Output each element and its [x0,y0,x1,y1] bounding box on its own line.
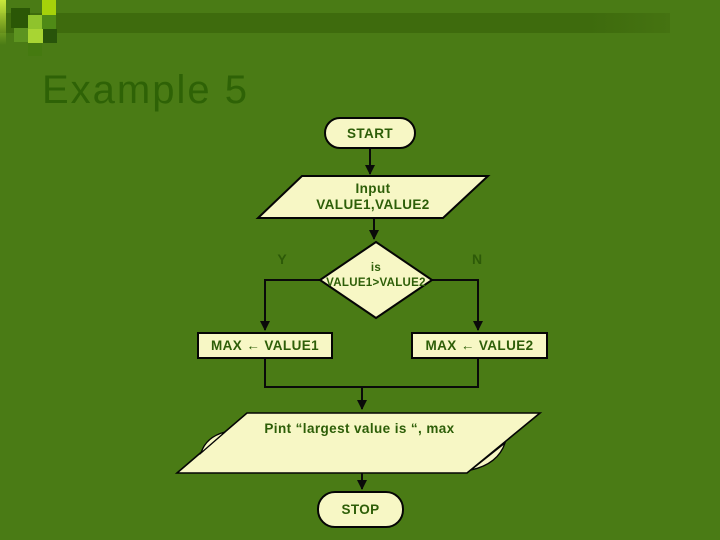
input-label: Input VALUE1,VALUE2 [278,181,468,213]
input-node [255,175,491,219]
input-label-line1: Input [355,181,391,196]
mosaic-square [42,15,56,29]
pixel-mosaic-decoration [0,0,90,70]
mosaic-square [11,8,30,28]
output-curl-right-decoration [470,441,507,471]
connector-no-branch [432,279,483,331]
stop-label: STOP [341,502,380,517]
mosaic-square [14,28,28,42]
mosaic-square [28,29,43,43]
page-title: Example 5 [42,68,249,112]
start-node [324,117,416,149]
mosaic-square [28,15,42,29]
start-label: START [347,126,393,141]
no-branch-label: N [471,251,483,267]
mosaic-square [42,0,56,15]
mosaic-square [0,0,6,45]
decision-label-line2: VALUE1>VALUE2 [326,277,426,289]
process-right-label: MAX ← VALUE2 [425,338,534,353]
decision-label: is VALUE1>VALUE2 [306,261,446,291]
process-node-left [197,332,333,359]
output-curl-left-decoration [199,431,226,456]
decision-node [318,240,434,320]
output-label: Pint “largest value is “, max [264,421,455,436]
mosaic-square [43,29,57,43]
title-bar-stripe [0,13,670,33]
stop-node [317,491,404,528]
mosaic-square [28,43,42,56]
process-left-label: MAX ← VALUE1 [210,338,320,353]
yes-branch-label: Y [277,251,287,267]
input-label-line2: VALUE1,VALUE2 [316,197,430,212]
process-node-right [411,332,548,359]
connector-yes-branch [260,279,320,331]
connector-merge [264,358,479,388]
decision-label-line1: is [370,262,382,274]
